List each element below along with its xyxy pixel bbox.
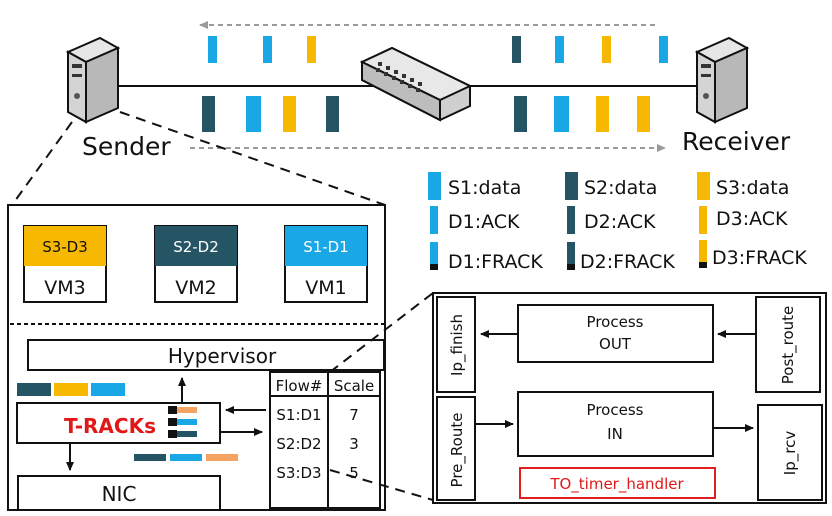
vm2-flow: S2-D2 bbox=[173, 238, 219, 256]
netfilter-box: Ip_finish Post_route Process OUT Pre_Rou… bbox=[432, 292, 827, 504]
packet-s3-ack bbox=[307, 36, 316, 63]
ack-packets bbox=[208, 36, 668, 63]
legend-d3-frack: D3:FRACK bbox=[712, 247, 807, 269]
legend-d3-frack-swatch bbox=[699, 240, 707, 268]
process-in-line2: IN bbox=[607, 425, 623, 443]
table-row-flow: S3:D3 bbox=[276, 464, 321, 482]
table-row-flow: S1:D1 bbox=[276, 406, 321, 424]
legend-s2-data: S2:data bbox=[584, 177, 657, 199]
hypervisor-label: Hypervisor bbox=[168, 344, 277, 368]
switch-icon bbox=[359, 46, 473, 122]
legend-s3-data: S3:data bbox=[716, 177, 789, 199]
vm3-name: VM3 bbox=[44, 277, 85, 299]
data-packets bbox=[202, 96, 650, 132]
flow-table: Flow# Scale S1:D1 7 S2:D2 3 S3:D3 5 bbox=[269, 371, 381, 509]
legend-d3-ack-swatch bbox=[699, 206, 707, 234]
receiver-label: Receiver bbox=[682, 127, 791, 156]
packet-s3-ack bbox=[602, 36, 611, 63]
packet-s3-data bbox=[283, 96, 296, 132]
pre-route-label: Pre_Route bbox=[448, 413, 467, 488]
zoom-line bbox=[119, 111, 386, 206]
process-out-box bbox=[517, 304, 714, 363]
timer-handler-label: TO_timer_handler bbox=[549, 475, 684, 494]
vm1-flow: S1-D1 bbox=[303, 238, 349, 256]
legend-d1-ack-swatch bbox=[430, 206, 438, 234]
packet-s1-ack bbox=[208, 36, 217, 63]
table-row-scale: 7 bbox=[349, 406, 359, 424]
zoom-line bbox=[329, 469, 434, 501]
legend-d2-ack: D2:ACK bbox=[584, 211, 656, 233]
process-out-line1: Process bbox=[587, 313, 644, 331]
vm1-name: VM1 bbox=[305, 277, 346, 299]
packet-s2-data bbox=[202, 96, 215, 132]
table-row-scale: 3 bbox=[349, 435, 359, 453]
legend-s2-data-swatch bbox=[565, 172, 578, 200]
packet-s1-ack bbox=[555, 36, 564, 63]
hypervisor-box bbox=[27, 339, 385, 371]
legend-d1-ack: D1:ACK bbox=[448, 211, 520, 233]
legend-d1-frack: D1:FRACK bbox=[448, 251, 543, 273]
host-box: S3-D3 VM3 S2-D2 VM2 S1-D1 VM1 Hypervisor… bbox=[7, 204, 386, 511]
sender-server-icon bbox=[65, 36, 121, 124]
sender-label: Sender bbox=[82, 132, 171, 161]
ip-rcv-box bbox=[757, 404, 823, 501]
vm2-name: VM2 bbox=[175, 277, 216, 299]
packet-s2-ack bbox=[512, 36, 521, 63]
vm2-box: S2-D2 VM2 bbox=[154, 225, 238, 303]
legend: S1:data D1:ACK D1:FRACK S2:data D2:ACK D… bbox=[428, 172, 807, 273]
packet-s3-data bbox=[637, 96, 650, 132]
nic-label: NIC bbox=[102, 482, 137, 506]
process-in-line1: Process bbox=[587, 401, 644, 419]
table-header-flow: Flow# bbox=[276, 377, 323, 395]
process-out-line2: OUT bbox=[599, 335, 632, 353]
receiver-server-icon bbox=[694, 36, 750, 124]
table-header-scale: Scale bbox=[334, 377, 374, 395]
packet-s3-data bbox=[596, 96, 609, 132]
legend-s3-data-swatch bbox=[697, 172, 710, 200]
table-row-scale: 5 bbox=[349, 464, 359, 482]
ip-finish-label: Ip_finish bbox=[448, 314, 467, 376]
legend-d1-frack-swatch bbox=[430, 242, 438, 270]
legend-s1-data: S1:data bbox=[448, 177, 521, 199]
tracks-label: T-RACKs bbox=[64, 414, 156, 438]
post-route-box bbox=[755, 296, 821, 393]
vm1-box: S1-D1 VM1 bbox=[284, 225, 368, 303]
packet-s1-data bbox=[246, 96, 261, 132]
packet-s1-ack bbox=[659, 36, 668, 63]
legend-d2-frack-swatch bbox=[567, 242, 575, 270]
timer-handler-box bbox=[519, 467, 716, 499]
packet-s2-data bbox=[326, 96, 339, 132]
post-route-label: Post_route bbox=[779, 306, 798, 385]
pre-route-box bbox=[436, 396, 476, 501]
packet-s2-data bbox=[514, 96, 527, 132]
process-in-box bbox=[517, 391, 714, 457]
table-row-flow: S2:D2 bbox=[276, 435, 321, 453]
vm3-flow: S3-D3 bbox=[42, 238, 88, 256]
nic-box bbox=[17, 475, 221, 511]
zoom-line bbox=[11, 121, 73, 206]
ip-rcv-label: Ip_rcv bbox=[781, 431, 800, 476]
legend-d2-frack: D2:FRACK bbox=[580, 251, 675, 273]
packet-s1-data bbox=[554, 96, 569, 132]
ip-finish-box bbox=[436, 296, 476, 393]
zoom-line bbox=[329, 292, 434, 373]
legend-d3-ack: D3:ACK bbox=[716, 208, 788, 230]
legend-d2-ack-swatch bbox=[567, 206, 575, 234]
vm3-box: S3-D3 VM3 bbox=[23, 225, 107, 303]
legend-s1-data-swatch bbox=[428, 172, 441, 200]
packet-s1-ack bbox=[263, 36, 272, 63]
